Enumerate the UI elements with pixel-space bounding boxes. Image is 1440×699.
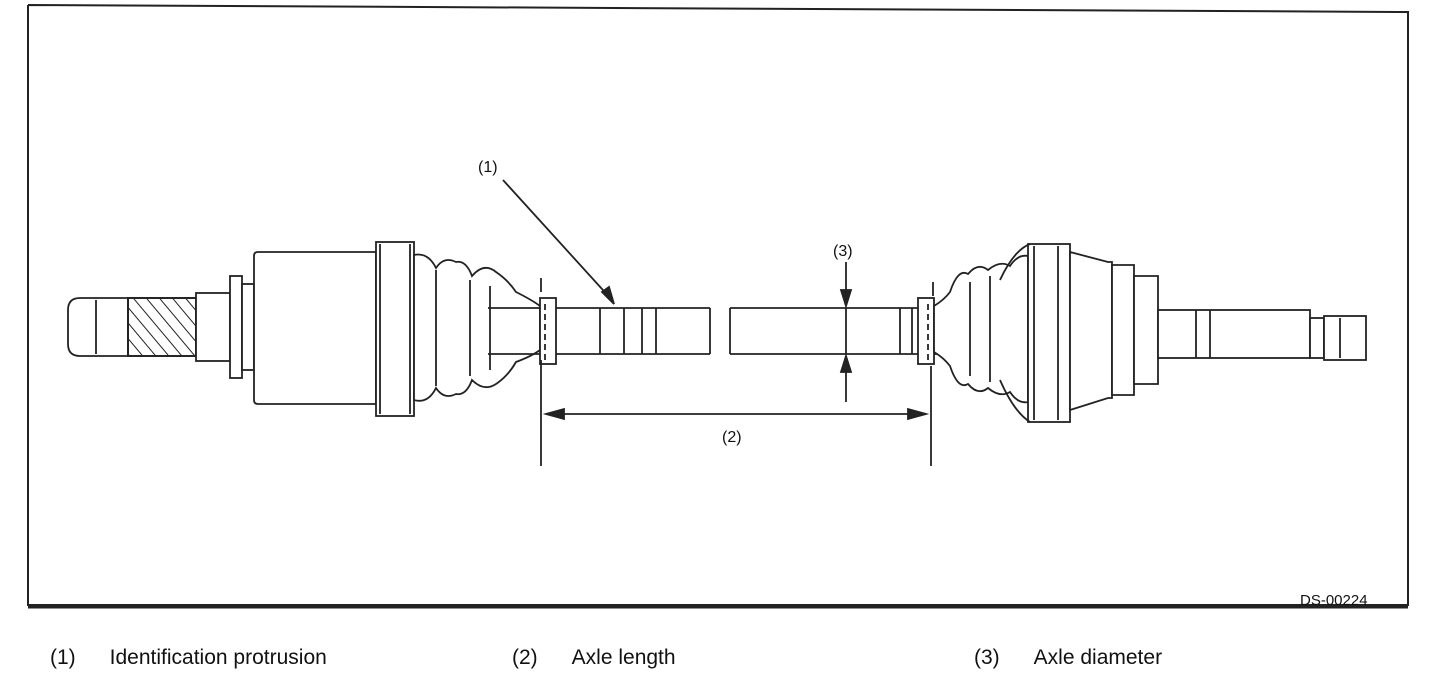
legend-number: (1) [50, 646, 76, 669]
legend-label: Axle diameter [1033, 646, 1163, 669]
figure-id: DS-00224 [1300, 592, 1368, 609]
left-joint-housing [253, 251, 377, 405]
right-joint-housing [1069, 250, 1113, 412]
protrusion-leader [502, 179, 615, 305]
legend-item-1: (1) Identification protrusion [50, 646, 327, 670]
left-joint-ring [375, 241, 415, 417]
right-boot [933, 254, 1029, 404]
axle-diameter-dimension [839, 262, 853, 402]
frame-border [27, 4, 1409, 606]
left-axle-section [488, 278, 711, 365]
axle-length-dimension [540, 360, 932, 466]
callout-1: (1) [478, 159, 498, 176]
right-axle-section [729, 282, 966, 365]
legend-label: Axle length [571, 646, 676, 669]
legend-label: Identification protrusion [109, 646, 327, 669]
right-stub-shaft [1157, 309, 1367, 361]
left-spline-shaft [67, 275, 255, 379]
left-boot [413, 253, 541, 402]
callout-3: (3) [833, 243, 853, 260]
legend-item-3: (3) Axle diameter [974, 646, 1162, 670]
callout-2: (2) [722, 429, 742, 446]
legend-item-2: (2) Axle length [512, 646, 676, 670]
legend-number: (2) [512, 646, 538, 669]
legend-number: (3) [974, 646, 1000, 669]
